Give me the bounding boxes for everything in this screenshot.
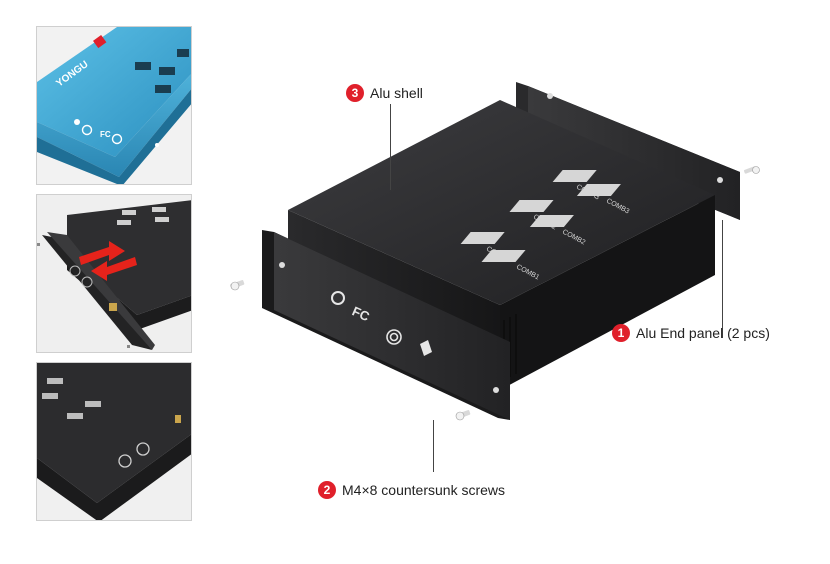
port-blocks — [460, 170, 621, 262]
callout-label-alu-end-panel: Alu End panel (2 pcs) — [636, 325, 770, 341]
blue-case-illustration: FC YONGU — [37, 27, 191, 184]
fc-mark-icon: FC — [350, 303, 372, 324]
callout-badge-1: 1 — [612, 324, 630, 342]
port-comb2 — [529, 215, 574, 227]
callout-badge-3: 3 — [346, 84, 364, 102]
callout-alu-end-panel: 1 Alu End panel (2 pcs) — [612, 324, 770, 342]
svg-text:FC: FC — [100, 130, 111, 139]
screw-bottom — [455, 410, 471, 421]
callout-label-screws: M4×8 countersunk screws — [342, 482, 506, 498]
thumbnail-panel-insertion[interactable] — [36, 194, 192, 353]
rohs-mark-icon — [420, 340, 432, 356]
port-comb3 — [576, 184, 621, 196]
leader-shell — [390, 104, 391, 190]
screw-right — [743, 166, 760, 174]
front-end-panel: FC — [262, 230, 510, 420]
callout-screws: 2 M4×8 countersunk screws — [318, 481, 505, 499]
screw-left — [230, 280, 245, 291]
callout-alu-shell: 3 Alu shell — [346, 84, 423, 102]
port-comb1 — [481, 250, 526, 262]
callout-badge-2: 2 — [318, 481, 336, 499]
exploded-assembly-diagram: COMA1 COMB1 COMA2 COMB2 COMA3 COMB3 FC — [230, 82, 760, 421]
port-coma3 — [552, 170, 597, 182]
port-coma2 — [509, 200, 554, 212]
leader-screws — [433, 420, 434, 472]
thumbnail-blue-case[interactable]: FC YONGU — [36, 26, 192, 185]
ccc-mark-icon — [386, 329, 402, 345]
recycle-icon — [331, 291, 345, 305]
thumbnail-case-closeup[interactable] — [36, 362, 192, 521]
case-closeup-illustration — [37, 363, 191, 520]
port-coma1 — [460, 232, 505, 244]
panel-insertion-illustration — [37, 195, 191, 352]
callout-label-alu-shell: Alu shell — [370, 85, 423, 101]
leader-panel — [722, 220, 723, 338]
